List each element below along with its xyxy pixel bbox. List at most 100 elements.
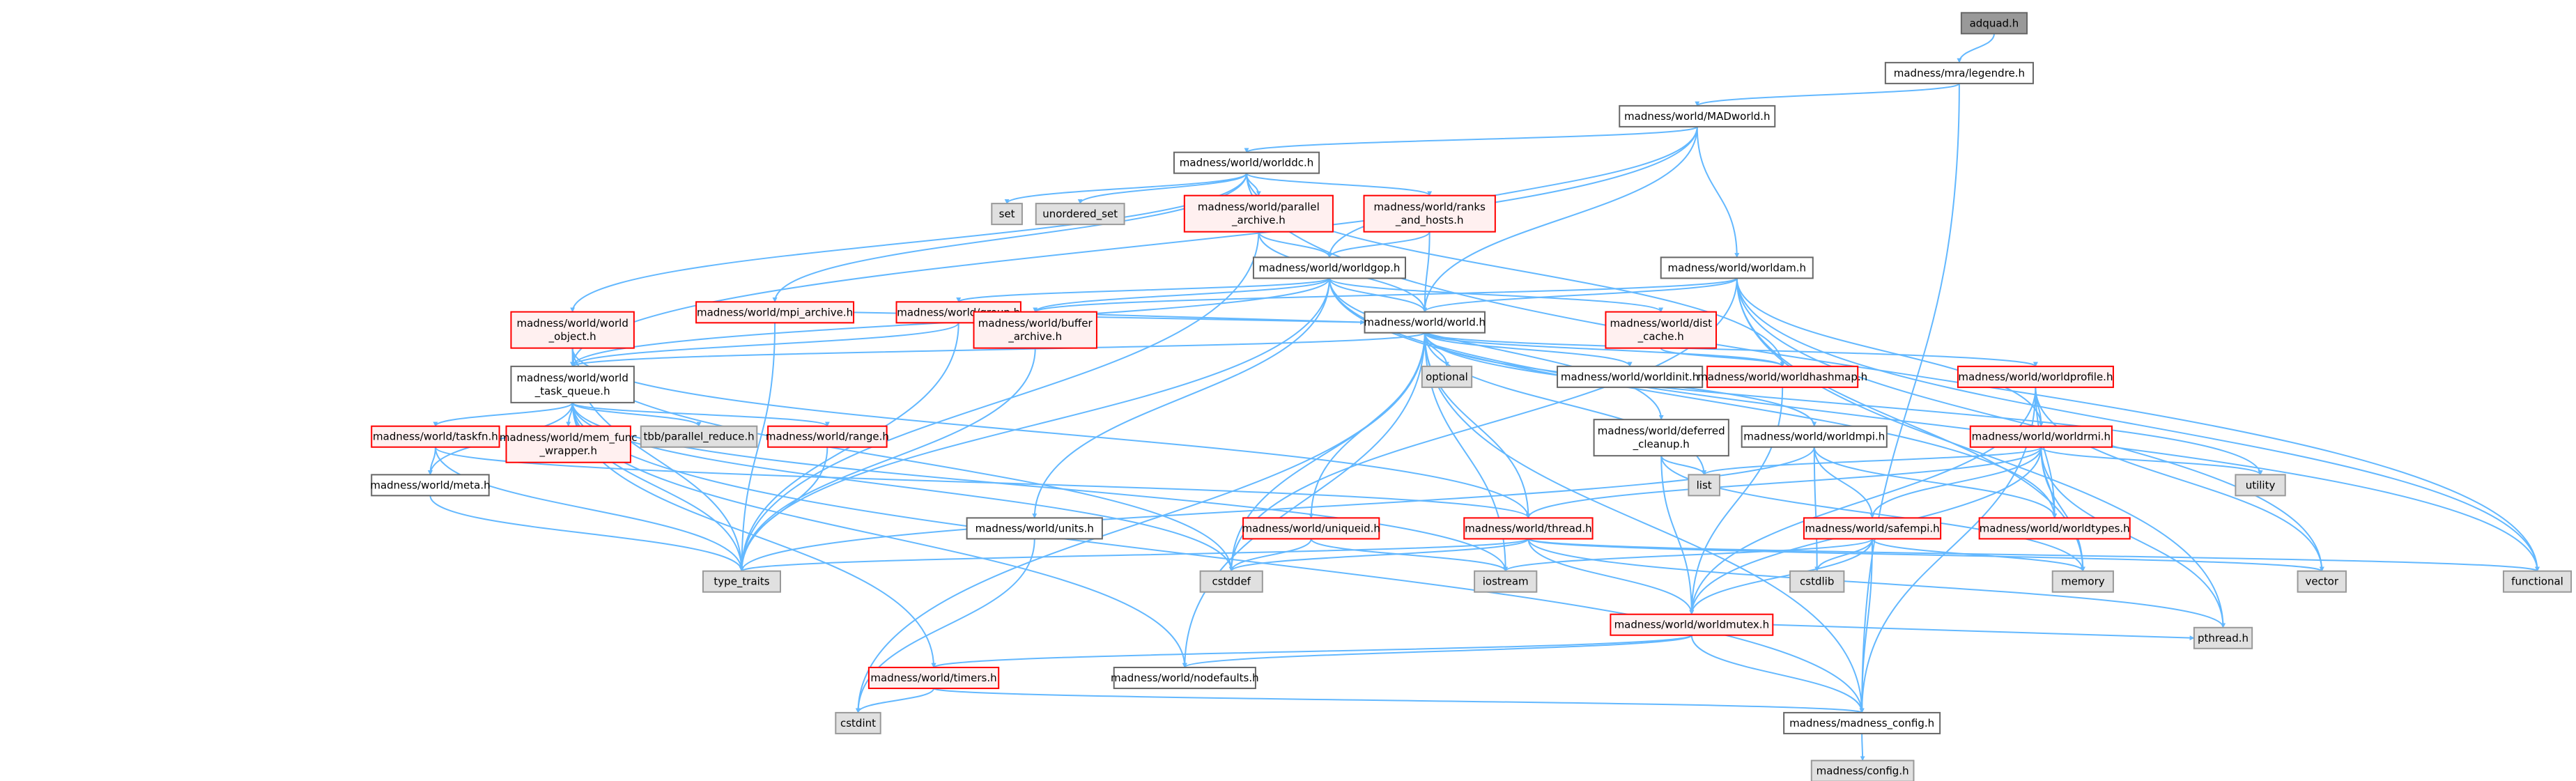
node-madworld[interactable]: madness/world/MADworld.h (1619, 105, 1776, 127)
node-config[interactable]: madness/config.h (1810, 759, 1915, 781)
node-world-box (1364, 311, 1486, 334)
node-world[interactable]: madness/world/world.h (1364, 311, 1486, 334)
node-timers-label: madness/world/timers.h (870, 672, 996, 684)
node-pthread-box (2193, 626, 2253, 649)
node-meta-box (371, 474, 490, 497)
node-parallel_archive-box (1183, 194, 1334, 233)
node-taskfn[interactable]: madness/world/taskfn.h (371, 425, 500, 448)
node-range[interactable]: madness/world/range.h (766, 425, 889, 448)
node-buffer_archive-label: _archive.h (1008, 330, 1062, 343)
node-vector-box (2297, 570, 2347, 593)
node-worldam[interactable]: madness/world/worldam.h (1660, 256, 1814, 279)
edge-safempi-to-worldmutex (1689, 539, 1874, 615)
node-worldmpi-box (1741, 425, 1888, 448)
edge-worldgop-to-deferred_cleanup (1328, 278, 1664, 420)
edge-thread-to-type_traits (739, 538, 1529, 572)
node-dist_cache[interactable]: madness/world/dist_cache.h (1605, 311, 1718, 349)
node-cstddef[interactable]: cstddef (1199, 570, 1263, 593)
node-timers-box (867, 667, 1000, 690)
node-uniqueid[interactable]: madness/world/uniqueid.h (1242, 517, 1380, 540)
node-cstdlib[interactable]: cstdlib (1789, 570, 1845, 593)
node-worldrmi[interactable]: madness/world/worldrmi.h (1969, 425, 2113, 448)
edge-thread-to-functional (1527, 538, 2540, 572)
node-mem_func_wrapper[interactable]: madness/world/mem_func_wrapper.h (500, 425, 638, 463)
node-world_object[interactable]: madness/world/world_object.h (510, 311, 635, 349)
edge-safempi-to-cstdlib (1814, 539, 1874, 572)
node-buffer_archive[interactable]: madness/world/buffer_archive.h (973, 311, 1097, 349)
node-unordered_set-box (1035, 203, 1125, 226)
node-memory[interactable]: memory (2051, 570, 2114, 593)
node-worlddc[interactable]: madness/world/worlddc.h (1173, 151, 1320, 174)
node-config-box (1810, 759, 1915, 781)
edge-madworld-to-worldam (1696, 126, 1740, 258)
node-uniqueid-box (1242, 517, 1380, 540)
node-worldgop[interactable]: madness/world/worldgop.h (1252, 256, 1406, 279)
node-functional[interactable]: functional (2502, 570, 2573, 593)
node-mem_func_wrapper-box (505, 425, 631, 463)
edge-task_queue-to-tbb_reduce (571, 402, 702, 427)
node-vector[interactable]: vector (2297, 570, 2347, 593)
node-worldmpi[interactable]: madness/world/worldmpi.h (1741, 425, 1888, 448)
node-worldam-label: madness/world/worldam.h (1668, 261, 1806, 274)
node-mpi_archive[interactable]: madness/world/mpi_archive.h (695, 301, 855, 324)
node-worldmutex[interactable]: madness/world/worldmutex.h (1610, 613, 1774, 636)
node-worldtypes[interactable]: madness/world/worldtypes.h (1978, 517, 2131, 540)
node-unordered_set[interactable]: unordered_set (1035, 203, 1125, 226)
edge-group-to-task_queue (570, 322, 959, 367)
node-adquad[interactable]: adquad.h (1960, 12, 2028, 35)
node-cstddef-label: cstddef (1212, 575, 1251, 588)
edge-worldmutex-to-pthread (1773, 624, 2195, 641)
node-worldhashmap[interactable]: madness/world/worldhashmap.h (1697, 365, 1867, 388)
node-worlddc-label: madness/world/worlddc.h (1180, 157, 1313, 169)
node-worldmutex-box (1610, 613, 1774, 636)
node-nodefaults[interactable]: madness/world/nodefaults.h (1111, 667, 1259, 690)
node-ranks_hosts-label: madness/world/ranks (1373, 201, 1486, 213)
node-meta[interactable]: madness/world/meta.h (370, 474, 491, 497)
edge-safempi-to-memory (1872, 538, 2085, 572)
node-set[interactable]: set (991, 203, 1023, 226)
node-world_object-label: madness/world/world (516, 317, 628, 330)
node-pthread[interactable]: pthread.h (2193, 626, 2253, 649)
node-iostream[interactable]: iostream (1474, 570, 1538, 593)
edge-worldrmi-to-utility (2040, 446, 2263, 476)
node-buffer_archive-label: madness/world/buffer (978, 317, 1093, 330)
node-worldprofile[interactable]: madness/world/worldprofile.h (1957, 365, 2114, 388)
node-units[interactable]: madness/world/units.h (966, 517, 1103, 540)
node-ranks_hosts[interactable]: madness/world/ranks_and_hosts.h (1363, 194, 1496, 233)
node-world_object-label: _object.h (548, 330, 596, 343)
node-safempi-box (1803, 517, 1942, 540)
node-legendre[interactable]: madness/mra/legendre.h (1884, 61, 2034, 84)
node-type_traits[interactable]: type_traits (702, 570, 782, 593)
edge-worldam-to-world (1422, 277, 1738, 313)
node-deferred_cleanup[interactable]: madness/world/deferred_cleanup.h (1593, 419, 1729, 457)
node-thread[interactable]: madness/world/thread.h (1463, 517, 1594, 540)
edge-timers-to-cstdint (856, 688, 935, 713)
node-task_queue-label: madness/world/world (516, 371, 628, 384)
node-tbb_reduce[interactable]: tbb/parallel_reduce.h (640, 425, 758, 448)
edge-task_queue-to-meta (428, 402, 573, 476)
edge-worldrmi-to-thread (1526, 447, 2042, 519)
node-worldinit[interactable]: madness/world/worldinit.h (1557, 365, 1704, 388)
node-worldprofile-box (1957, 365, 2114, 388)
node-optional[interactable]: optional (1421, 365, 1473, 388)
node-parallel_archive[interactable]: madness/world/parallel_archive.h (1183, 194, 1334, 233)
node-timers[interactable]: madness/world/timers.h (867, 667, 1000, 690)
node-legendre-label: madness/mra/legendre.h (1894, 67, 2025, 79)
edge-task_queue-to-taskfn (433, 402, 573, 427)
node-safempi[interactable]: madness/world/safempi.h (1803, 517, 1942, 540)
edge-worlddc-to-mpi_archive (772, 173, 1248, 303)
node-world-label: madness/world/world.h (1364, 316, 1486, 329)
node-worldgop-label: madness/world/worldgop.h (1259, 261, 1401, 274)
node-task_queue-box (510, 365, 635, 403)
node-madness_config[interactable]: madness/madness_config.h (1783, 711, 1941, 734)
edge-worldam-to-memory (1736, 278, 2085, 572)
edge-worldgop-to-group (956, 277, 1330, 303)
node-cstdint[interactable]: cstdint (835, 711, 881, 734)
node-set-label: set (999, 208, 1015, 220)
node-list[interactable]: list (1688, 474, 1720, 497)
edge-worlddc-to-set (1004, 172, 1248, 205)
node-cstdlib-label: cstdlib (1800, 575, 1834, 588)
node-task_queue[interactable]: madness/world/world_task_queue.h (510, 365, 635, 403)
node-utility[interactable]: utility (2235, 474, 2286, 497)
node-optional-label: optional (1426, 371, 1468, 383)
